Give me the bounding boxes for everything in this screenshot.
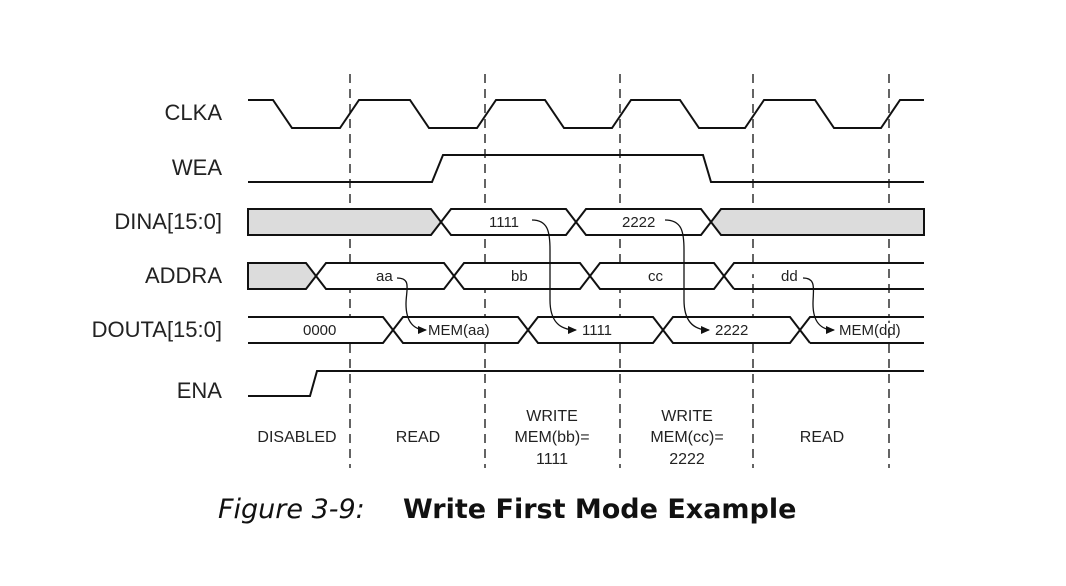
signal-label-douta: DOUTA[15:0]	[92, 317, 222, 342]
phase-label-write-2-line-1: WRITE	[661, 408, 713, 425]
arrow-dd-to-mem-dd	[802, 277, 835, 334]
signal-label-ena: ENA	[177, 378, 223, 403]
addra-value-cc: cc	[648, 268, 664, 285]
ena-waveform	[248, 370, 924, 397]
douta-value-2222: 2222	[715, 322, 748, 339]
causal-arrows	[396, 219, 835, 334]
douta-value-1111: 1111	[582, 322, 612, 339]
signal-label-clka: CLKA	[165, 100, 223, 125]
douta-bus-segment-mem-dd	[799, 316, 924, 344]
signal-label-wea: WEA	[172, 155, 222, 180]
phase-label-read-2: READ	[800, 429, 844, 446]
phase-label-disabled: DISABLED	[257, 429, 336, 446]
addra-bus-segment-dd	[723, 262, 924, 290]
phase-label-write-2-line-2: MEM(cc)=	[650, 429, 723, 446]
arrow-aa-to-mem-aa	[396, 277, 427, 334]
dina-value-2222: 2222	[622, 214, 655, 231]
addra-bus-invalid	[247, 262, 318, 290]
arrow-1111-to-douta	[531, 219, 577, 334]
douta-value-mem-aa: MEM(aa)	[428, 322, 490, 339]
arrow-2222-to-douta	[664, 219, 710, 334]
addra-value-aa: aa	[376, 268, 393, 285]
dina-bus-invalid-1	[247, 208, 443, 236]
wea-waveform	[248, 154, 924, 183]
addra-bus: aa bb cc dd	[247, 262, 924, 290]
dina-bus-invalid-2	[709, 208, 925, 236]
douta-bus: 0000 MEM(aa) 1111 2222 MEM(dd)	[248, 316, 924, 344]
phase-label-write-1-line-1: WRITE	[526, 408, 578, 425]
phase-labels: DISABLED READ WRITE MEM(bb)= 1111 WRITE …	[257, 408, 844, 468]
phase-label-write-1-line-3: 1111	[536, 451, 568, 468]
figure-number: Figure 3-9:	[218, 494, 365, 525]
douta-value-mem-dd: MEM(dd)	[839, 322, 901, 339]
addra-value-bb: bb	[511, 268, 528, 285]
clka-waveform	[248, 99, 924, 129]
phase-label-write-1-line-2: MEM(bb)=	[514, 429, 589, 446]
phase-label-read-1: READ	[396, 429, 440, 446]
figure-title: Write First Mode Example	[403, 494, 797, 525]
dina-bus: 1111 2222	[247, 208, 925, 236]
dina-value-1111: 1111	[489, 214, 519, 231]
douta-value-0000: 0000	[303, 322, 336, 339]
signal-label-dina: DINA[15:0]	[114, 209, 222, 234]
addra-value-dd: dd	[781, 268, 798, 285]
signal-label-addra: ADDRA	[145, 263, 222, 288]
phase-label-write-2-line-3: 2222	[669, 451, 705, 468]
